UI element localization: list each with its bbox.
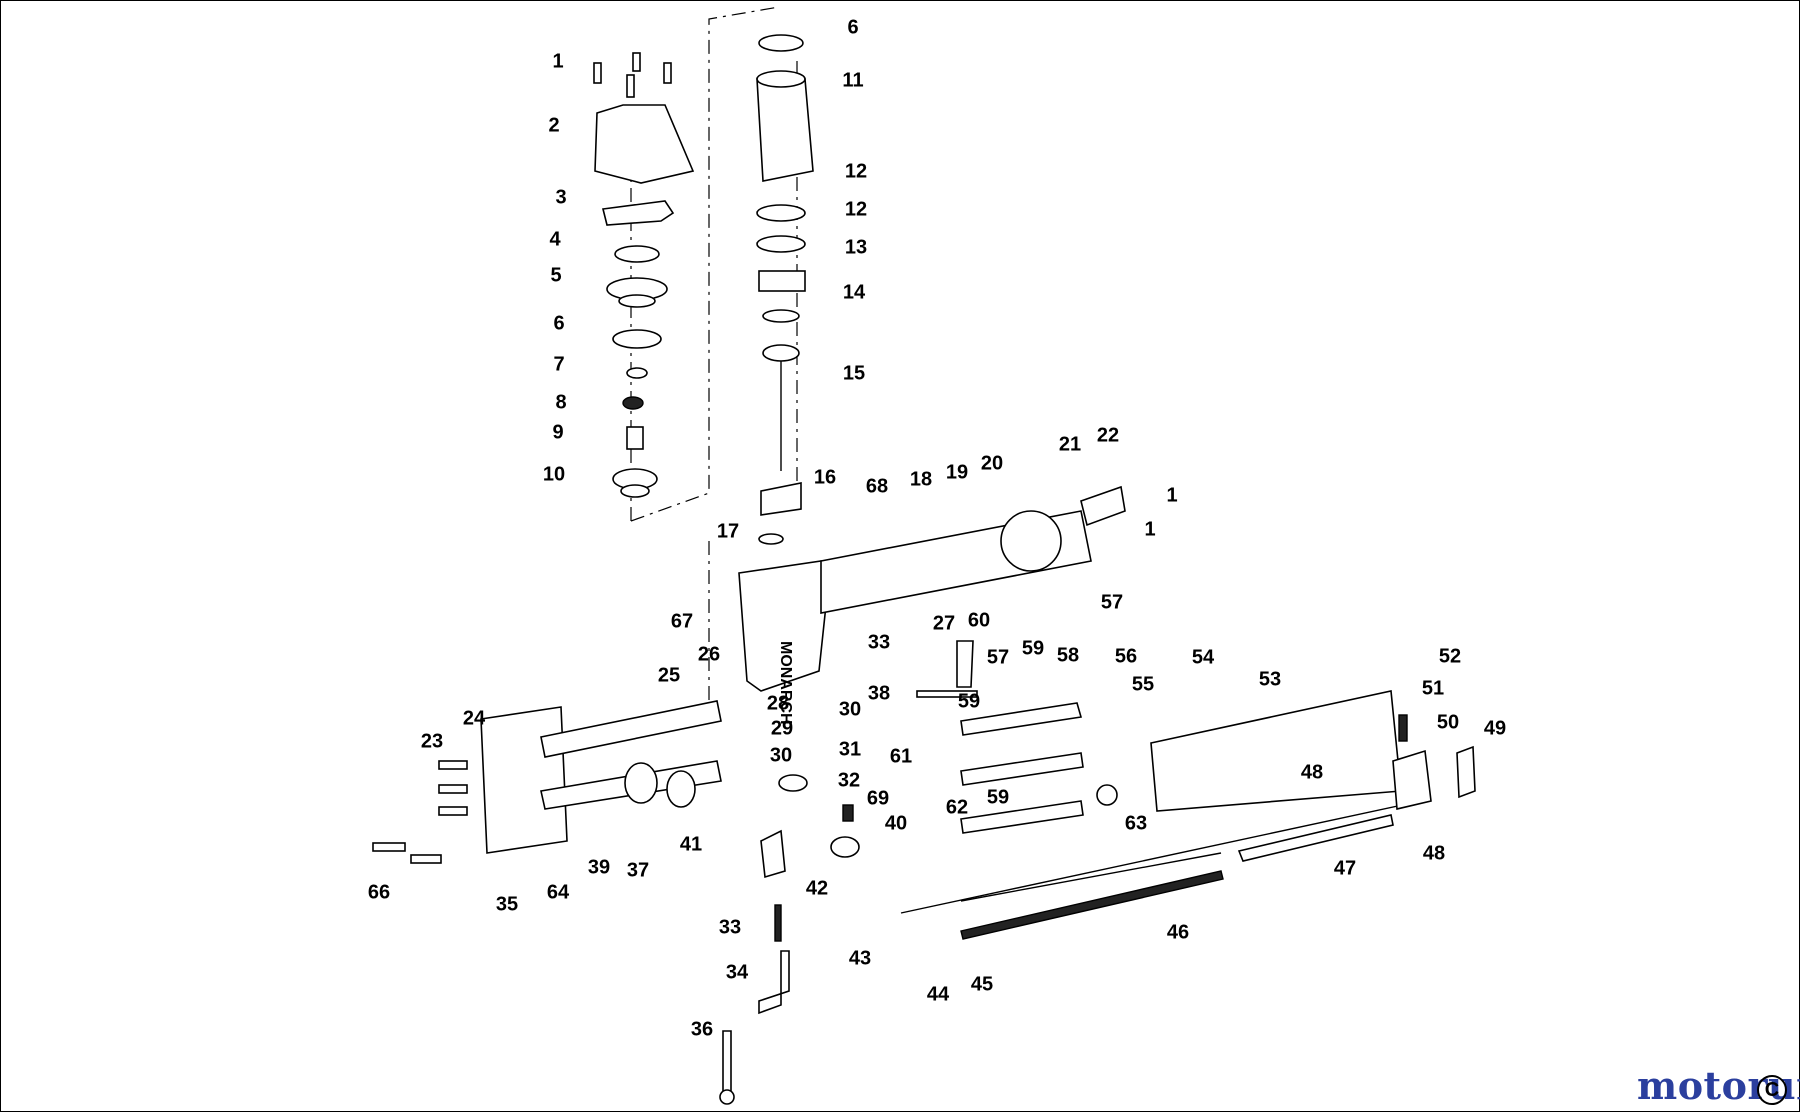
part-number: 7 [553, 353, 565, 376]
part-number: 8 [555, 391, 567, 414]
part-number: 17 [716, 520, 740, 543]
part-number: 57 [986, 646, 1010, 669]
part-number: 6 [553, 312, 565, 335]
part-number: 11 [842, 69, 864, 92]
part-number: 63 [1124, 812, 1148, 835]
part-number: 21 [1058, 433, 1082, 456]
part-number: 41 [679, 833, 703, 856]
part-number: 46 [1166, 921, 1190, 944]
part-number: 68 [865, 475, 889, 498]
part-number: 6 [847, 16, 859, 39]
part-number: 16 [813, 466, 837, 489]
part-number: 47 [1333, 857, 1357, 880]
part-number: 59 [986, 786, 1010, 809]
cap-screws [593, 52, 672, 98]
part-number: 33 [867, 631, 891, 654]
part-number: 1 [1166, 484, 1178, 507]
part-number: 64 [546, 881, 570, 904]
part-number: 54 [1191, 646, 1215, 669]
part-number: 55 [1131, 673, 1155, 696]
part-number: 48 [1300, 761, 1324, 784]
part-number: 29 [770, 717, 794, 740]
part-number: 59 [957, 690, 981, 713]
part-number: 61 [889, 745, 913, 768]
part-number: 9 [552, 421, 564, 444]
part-number: 25 [657, 664, 681, 687]
part-number: 27 [932, 612, 956, 635]
part-number: 69 [866, 787, 890, 810]
part-number: 62 [945, 796, 969, 819]
part-number: 36 [690, 1018, 714, 1041]
part-number: 3 [555, 186, 567, 209]
part-number: 44 [926, 983, 950, 1006]
part-number: 49 [1483, 717, 1507, 740]
part-number: 51 [1421, 677, 1445, 700]
part-number: 34 [725, 961, 749, 984]
part-number: 30 [769, 744, 793, 767]
part-number: 1 [552, 50, 564, 73]
part-number: 15 [842, 362, 866, 385]
part-number: 33 [718, 916, 742, 939]
part-number: 28 [766, 692, 790, 715]
part-number: 53 [1258, 668, 1282, 691]
part-number: 37 [626, 859, 650, 882]
part-number: 57 [1100, 591, 1124, 614]
part-number: 58 [1056, 644, 1080, 667]
part-number: 52 [1438, 645, 1462, 668]
part-number: 43 [848, 947, 872, 970]
part-number: 2 [548, 114, 560, 137]
part-number: 59 [1021, 637, 1045, 660]
part-number: 26 [697, 643, 721, 666]
housing-brand-text: MONARCH [777, 641, 794, 725]
part-number: 12 [844, 198, 868, 221]
part-number: 42 [805, 877, 829, 900]
part-number: 45 [970, 973, 994, 996]
part-number: 23 [420, 730, 444, 753]
part-number: 20 [980, 452, 1004, 475]
part-number: 60 [967, 609, 991, 632]
part-number: 39 [587, 856, 611, 879]
part-number: 66 [367, 881, 391, 904]
part-number: 12 [844, 160, 868, 183]
part-number: 22 [1096, 424, 1120, 447]
part-number: 24 [462, 707, 486, 730]
front-bolts [372, 760, 468, 864]
part-number: 38 [867, 682, 891, 705]
part-number: 40 [884, 812, 908, 835]
copyright-mark: C [1757, 1075, 1787, 1105]
part-number: 10 [542, 463, 566, 486]
part-number: 56 [1114, 645, 1138, 668]
part-number: 32 [837, 769, 861, 792]
part-number: 48 [1422, 842, 1446, 865]
part-number: 50 [1436, 711, 1460, 734]
part-number: 19 [945, 461, 969, 484]
part-number: 31 [838, 738, 862, 761]
part-number: 4 [549, 228, 561, 251]
part-number: 30 [838, 698, 862, 721]
part-number: 5 [550, 264, 562, 287]
part-number: 13 [844, 236, 868, 259]
part-number: 18 [909, 468, 933, 491]
part-number: 14 [842, 281, 866, 304]
part-number: 35 [495, 893, 519, 916]
part-number: 1 [1144, 518, 1156, 541]
part-number: 67 [670, 610, 694, 633]
